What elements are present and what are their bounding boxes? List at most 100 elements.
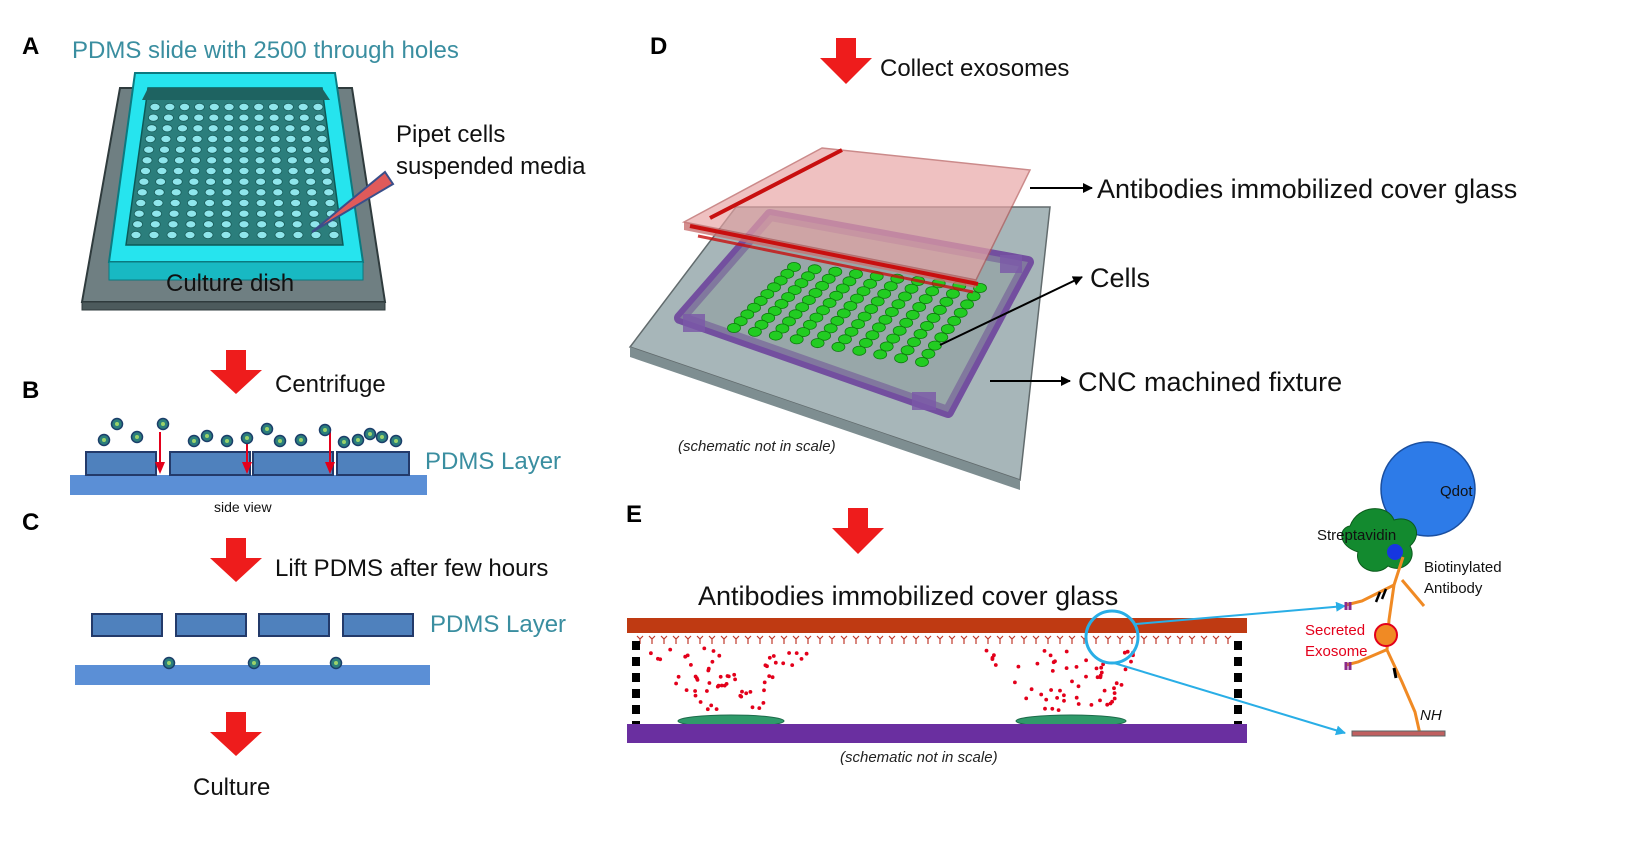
cell-nucleus [135,435,139,439]
pdms-hole [170,188,182,197]
spacer-segment [1234,657,1242,666]
exosome [984,648,989,653]
panel-letter-d: D [650,33,667,60]
pdms-hole [222,156,234,165]
cell-nucleus [102,438,106,442]
exosome [1112,686,1116,691]
cell [859,337,873,348]
pdms-hole [141,156,153,165]
pdms-block [258,613,330,637]
lift-label: Lift PDMS after few hours [275,555,548,582]
exosome [1099,670,1104,675]
cell [870,296,885,307]
cell [761,312,776,323]
centrifuge-label: Centrifuge [275,371,386,398]
cell [877,288,892,299]
cell [873,349,888,360]
cell [754,319,769,330]
panel-e: E Antibodies immobilized cover glass (sc… [626,441,1502,766]
glass-surface [1351,730,1446,737]
antibody [1020,635,1028,644]
exosome [1114,681,1119,686]
pdms-hole [223,113,235,122]
cell [753,295,768,306]
pdms-hole [238,124,250,133]
fixture-label: CNC machined fixture [1078,367,1342,397]
step-arrow-centrifuge [210,350,262,394]
pdms-hole [299,124,311,133]
pdms-hole [256,209,267,218]
exosome-label-line2: Exosome [1305,643,1368,660]
antibody [840,635,848,644]
cell-nucleus [252,661,256,665]
cell-nucleus [323,428,327,432]
pdms-hole [208,103,220,112]
exosome [773,660,778,665]
pdms-hole [221,198,233,207]
zoom-line-bottom [1113,662,1346,736]
antibody [996,635,1004,644]
cell [775,323,790,334]
cell [921,348,936,359]
exosome [1016,664,1021,669]
e-cover-glass-bar [627,618,1247,633]
cell [891,299,906,310]
cell [787,261,801,272]
antibody [660,635,668,644]
pdms-hole [254,134,265,143]
pdms-hole [255,198,267,207]
d-cover-glass-label: Antibodies immobilized cover glass [1097,174,1517,204]
molecular-assembly [1341,441,1476,737]
cells-arrow [939,276,1083,346]
cell [767,305,782,316]
antibody [792,635,800,644]
cell [782,316,796,327]
pdms-hole [204,188,216,197]
spacer-segment [632,673,640,682]
exosome [698,700,703,704]
pdms-hole [138,177,150,186]
pdms-hole-grid [130,103,340,239]
antibody [924,635,932,644]
cell [886,333,901,344]
cell [808,287,823,298]
cell [747,302,761,313]
cell [865,330,880,341]
cell [907,337,921,348]
pdms-hole [320,166,332,175]
antibody [960,635,968,644]
b-cells [97,417,403,449]
pdms-hole [305,177,317,186]
panel-c: C Lift PDMS after few hours PDMS Layer C… [22,509,566,801]
exosome [1064,666,1069,670]
pdms-hole [271,177,283,186]
e-cover-glass-label: Antibodies immobilized cover glass [698,581,1118,611]
pdms-hole [164,103,176,112]
pdms-hole [238,103,250,112]
cell [801,271,815,282]
cell [899,317,914,328]
cell [872,322,886,333]
antibody [1044,635,1052,644]
b-settling-arrows [155,432,335,474]
exosome [1112,691,1117,695]
pdms-hole [188,177,200,186]
pdms-hole [186,209,198,218]
b-substrate [70,475,427,495]
pdms-hole [324,198,336,207]
side-view-label: side view [214,499,272,515]
exosome [992,653,996,658]
c-pdms-blocks [91,613,414,637]
antibody [768,635,776,644]
pdms-slide [107,72,365,281]
pdms-hole [256,230,268,239]
antibody [696,635,704,644]
cell [912,301,927,312]
exosome [715,684,720,689]
pdms-hole [148,230,160,239]
exosome [1056,708,1061,712]
step-arrow-lift [210,538,262,582]
pdms-block [91,613,163,637]
pdms-block [252,451,334,476]
exosome [719,683,724,688]
